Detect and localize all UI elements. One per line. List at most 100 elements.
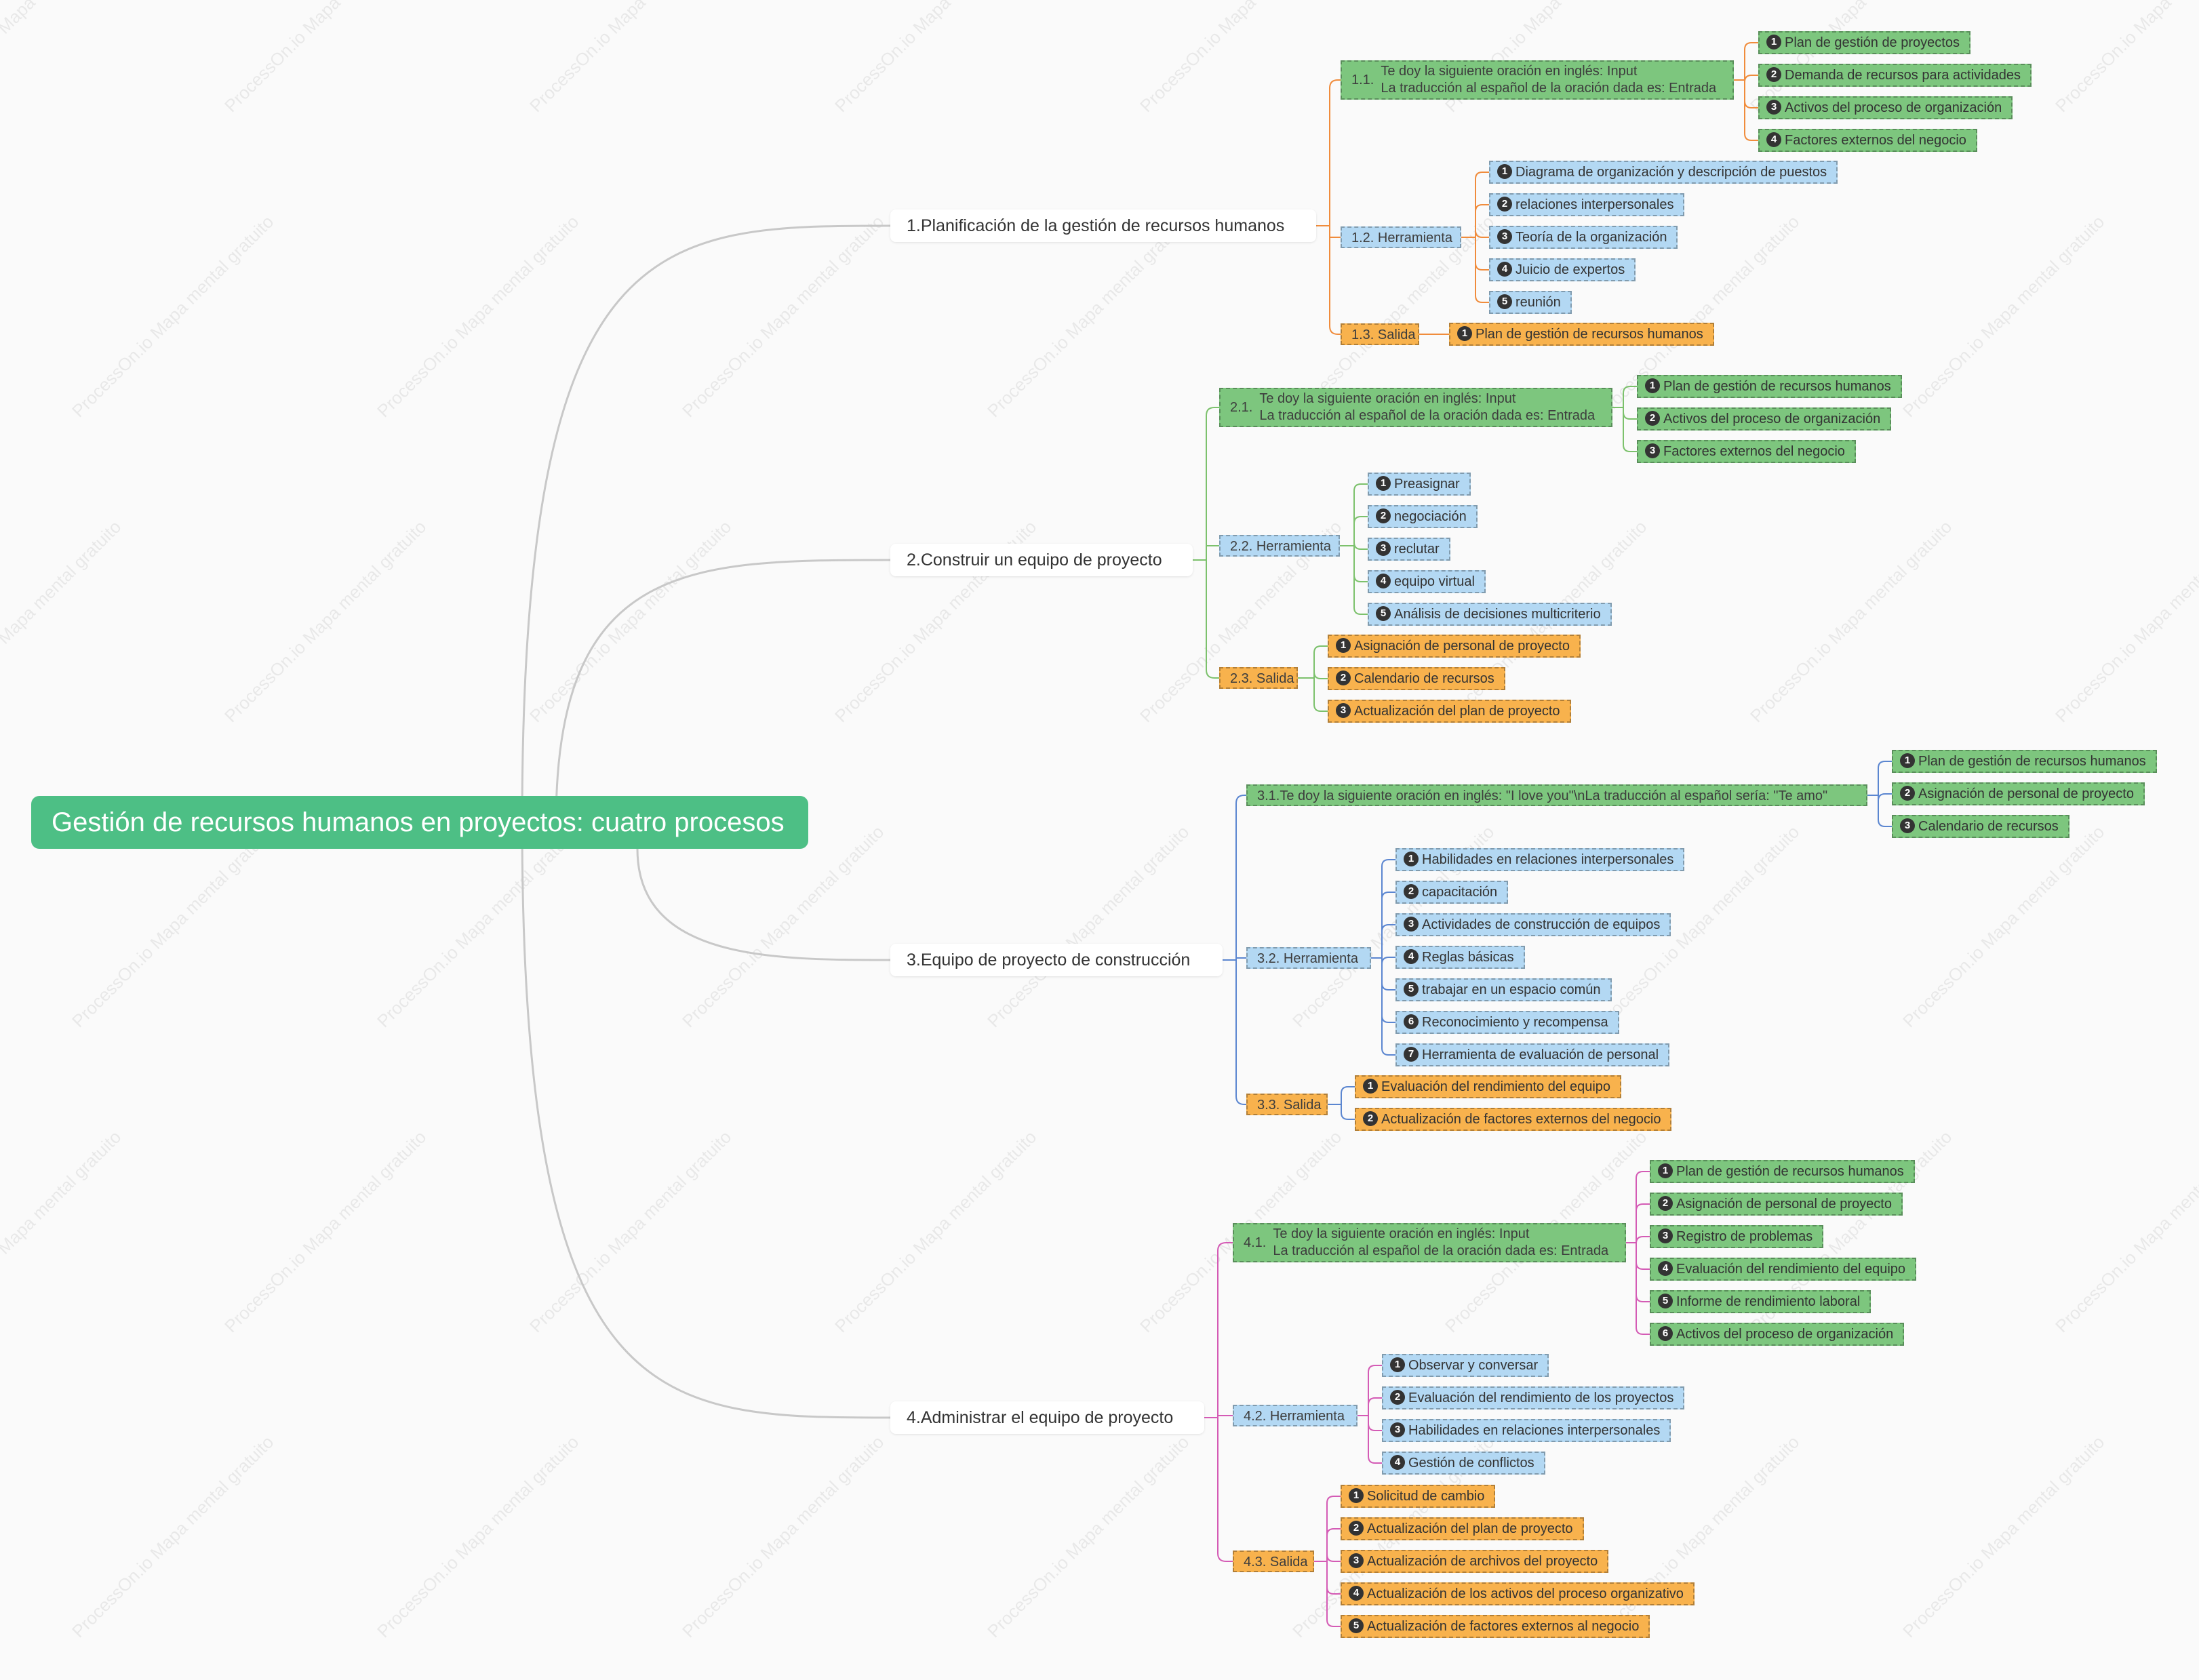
number-badge-icon: 3 [1376,540,1391,556]
input-item-text: Asignación de personal de proyecto [1676,1197,1892,1212]
input-node-number: 3.1. [1257,788,1280,803]
input-node-2[interactable]: 2.1.Te doy la siguiente oración en inglé… [1219,388,1612,427]
input-node-4[interactable]: 4.1. Te doy la siguiente oración en inglé… [1233,1223,1626,1262]
tool-connector [1381,957,1395,965]
output-node-1[interactable]: 1.3. Salida [1341,323,1419,345]
tool-node-3[interactable]: 3.2. Herramienta [1246,947,1371,969]
tool-node-1[interactable]: 1.2. Herramienta [1341,226,1461,248]
tool-connector [1381,924,1395,932]
tool-node-4[interactable]: 4.2. Herramienta [1233,1405,1358,1426]
trunk-connector [636,848,891,961]
output-node-2[interactable]: 2.3. Salida [1219,667,1298,689]
number-badge-icon: 2 [1645,410,1660,426]
branch-topic-3[interactable]: 3.Equipo de proyecto de construcción [890,944,1223,976]
number-badge-icon: 3 [1404,916,1419,932]
number-badge-icon: 3 [1766,99,1781,115]
tool-connector [1475,262,1489,271]
input-node-3[interactable]: 3.1.Te doy la siguiente oración en inglé… [1246,784,1867,806]
input-node-number: 4.1. [1244,1235,1267,1250]
input-connector [1636,1171,1650,1179]
input-item[interactable]: 3 Activos del proceso de organización [1758,96,2013,119]
number-badge-icon: 2 [1900,785,1915,801]
input-connector [1636,1262,1650,1270]
output-item-text: Solicitud de cambio [1367,1489,1485,1504]
tool-node-2[interactable]: 2.2. Herramienta [1219,535,1340,557]
input-item-text: Factores externos del negocio [1785,133,1966,148]
branch-topic-1[interactable]: 1.Planificación de la gestión de recurso… [890,209,1316,242]
output-node-3[interactable]: 3.3. Salida [1246,1094,1328,1115]
input-item-text: Factores externos del negocio [1663,444,1845,459]
branch-topic-4[interactable]: 4.Administrar el equipo de proyecto [890,1401,1204,1434]
output-node-4[interactable]: 4.3. Salida [1233,1551,1314,1572]
number-badge-icon: 4 [1766,132,1781,147]
branch-topic-2[interactable]: 2.Construir un equipo de proyecto [890,544,1193,576]
branch-connector [1329,79,1341,89]
input-node-1[interactable]: 1.1.Te doy la siguiente oración en inglé… [1341,60,1734,100]
number-badge-icon: 4 [1658,1260,1673,1276]
number-badge-icon: 5 [1658,1293,1673,1308]
input-item-text: Demanda de recursos para actividades [1785,68,2021,83]
output-connector [1326,1554,1341,1562]
output-connector [1326,1619,1341,1627]
input-item-text: Activos del proceso de organización [1785,100,2002,115]
input-node-text: Te doy la siguiente oración en inglés: I… [1273,1226,1609,1258]
tool-item-text: Juicio de expertos [1515,262,1625,277]
number-badge-icon: 2 [1376,508,1391,523]
root-topic[interactable]: Gestión de recursos humanos en proyectos… [31,796,808,849]
input-item[interactable]: 4 Factores externos del negocio [1758,129,1977,152]
input-connector [1744,100,1758,108]
branch-connector [1217,1242,1233,1252]
tool-connector [1381,1047,1395,1056]
tool-item-text: relaciones interpersonales [1515,197,1674,212]
tool-item-text: Habilidades en relaciones interpersonale… [1422,852,1674,867]
branch-connector [1329,325,1341,335]
